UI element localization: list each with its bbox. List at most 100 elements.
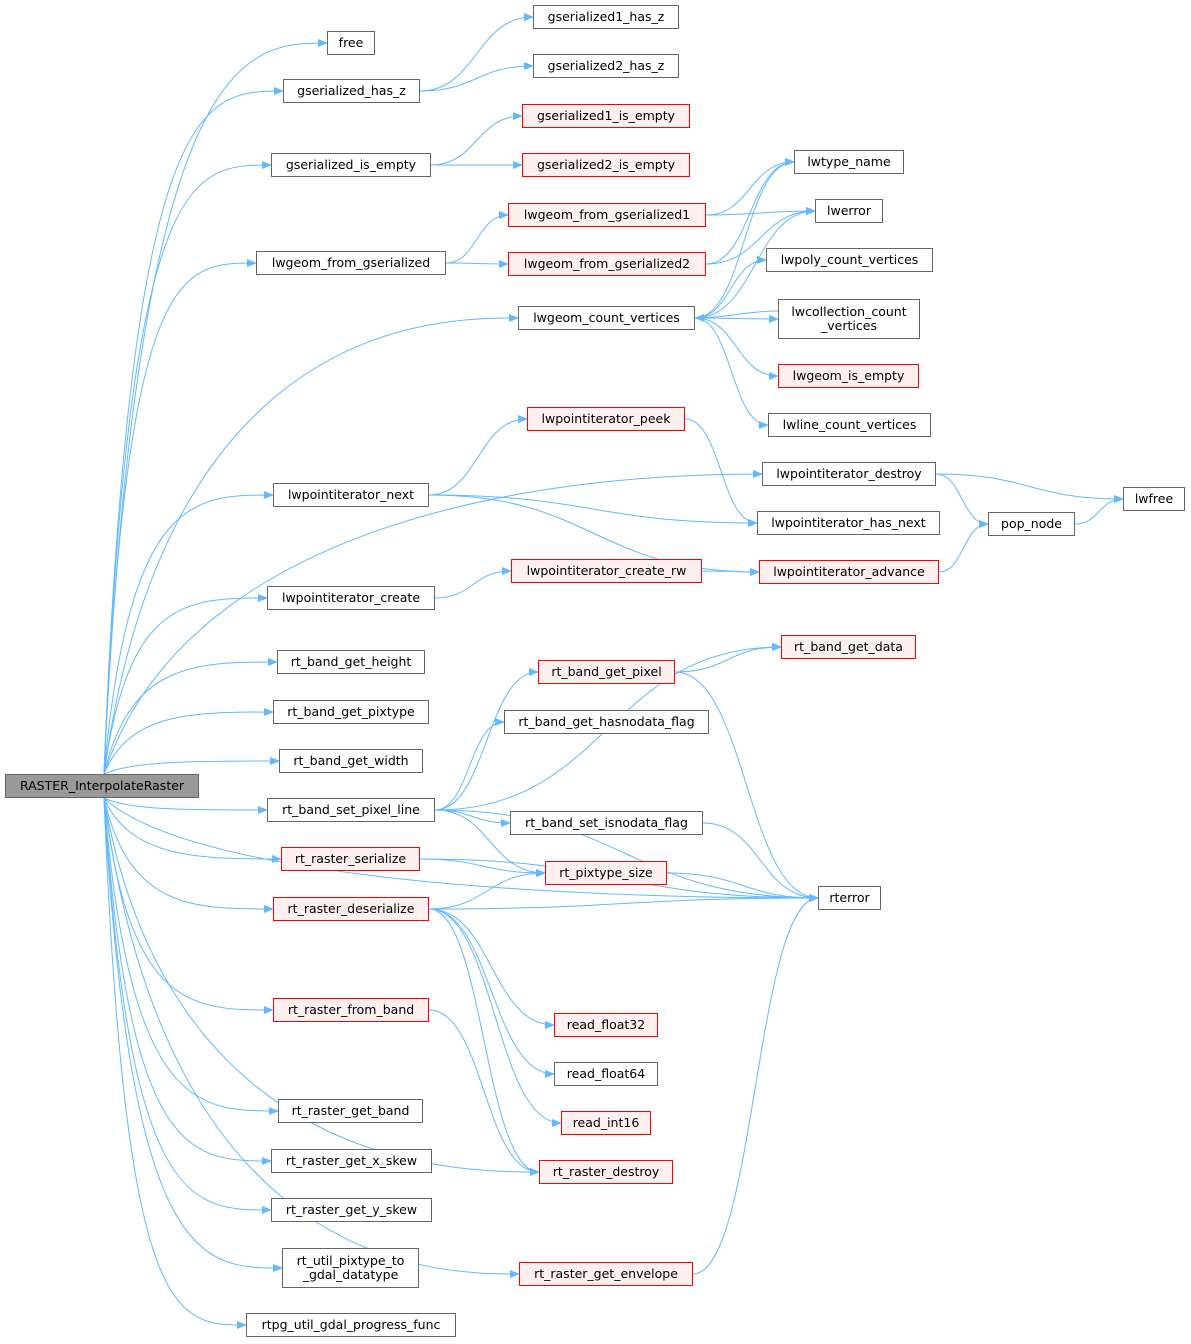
node-gs1-has-z[interactable]: gserialized1_has_z — [533, 5, 679, 29]
edge-raster_deserialize-to-raster_destroy — [428, 908, 540, 1176]
node-lwpi-create[interactable]: lwpointiterator_create — [267, 586, 435, 610]
edge-root-to-util_pixtype_gdal — [103, 797, 283, 1272]
edge-root-to-rtpg_progress — [103, 797, 247, 1329]
edge-raster_serialize-to-pixtype_size — [419, 858, 546, 877]
node-pop-node[interactable]: pop_node — [988, 512, 1075, 536]
node-lwg-from-gs1[interactable]: lwgeom_from_gserialized1 — [508, 203, 706, 227]
node-lwg-is-empty[interactable]: lwgeom_is_empty — [778, 364, 919, 388]
edge-root-to-lwpi_next — [103, 491, 274, 775]
node-gs-is-empty[interactable]: gserialized_is_empty — [271, 153, 431, 177]
node-lwg-cv[interactable]: lwgeom_count_vertices — [518, 306, 695, 330]
node-band-get-hasnodata[interactable]: rt_band_get_hasnodata_flag — [504, 710, 709, 734]
edge-lwpi_peek-to-lwpi_has_next — [684, 418, 758, 527]
edge-band_get_pixel-to-band_get_data — [674, 643, 782, 673]
node-band-get-width[interactable]: rt_band_get_width — [279, 749, 423, 773]
node-raster-get-y-skew[interactable]: rt_raster_get_y_skew — [271, 1198, 432, 1222]
edge-root-to-lwpi_destroy — [103, 470, 763, 775]
node-lwline-cv[interactable]: lwline_count_vertices — [768, 413, 931, 437]
node-raster-destroy[interactable]: rt_raster_destroy — [539, 1160, 673, 1184]
node-raster-from-band[interactable]: rt_raster_from_band — [273, 998, 429, 1022]
node-lwpi-peek[interactable]: lwpointiterator_peek — [527, 407, 685, 431]
edge-band_set_pixel_line-to-band_set_isnodata — [434, 809, 511, 827]
node-pixtype-size[interactable]: rt_pixtype_size — [545, 861, 667, 885]
node-free[interactable]: free — [327, 31, 375, 55]
edge-raster_deserialize-to-read_float64 — [428, 908, 555, 1078]
edge-root-to-gs_has_z — [103, 87, 284, 775]
node-band-set-pixel-line[interactable]: rt_band_set_pixel_line — [267, 798, 435, 822]
edge-root-to-raster_deserialize — [103, 797, 274, 913]
edge-root-to-lwg_cv — [103, 314, 519, 775]
node-lwg-from-gs[interactable]: lwgeom_from_gserialized — [256, 251, 446, 275]
edge-root-to-raster_destroy — [103, 797, 540, 1176]
node-lwpi-next[interactable]: lwpointiterator_next — [273, 483, 429, 507]
node-raster-serialize[interactable]: rt_raster_serialize — [281, 847, 420, 871]
edge-lwcoll_cv-to-lwg_cv — [694, 310, 779, 322]
edge-lwg_from_gs1-to-lwtype_name — [705, 158, 795, 216]
edge-lwg_from_gs1-to-lwerror — [705, 207, 816, 216]
edge-band_set_pixel_line-to-rterror — [434, 809, 819, 902]
node-raster-get-envelope[interactable]: rt_raster_get_envelope — [519, 1262, 693, 1286]
node-band-get-pixtype[interactable]: rt_band_get_pixtype — [273, 700, 429, 724]
edge-band_set_isnodata-to-rterror — [702, 822, 819, 902]
node-rterror[interactable]: rterror — [818, 886, 881, 910]
edge-gs_has_z-to-gs1_has_z — [419, 13, 534, 92]
node-band-get-data[interactable]: rt_band_get_data — [781, 635, 916, 659]
edge-pixtype_size-to-rterror — [666, 872, 819, 902]
edge-lwg_from_gs-to-lwg_from_gs2 — [445, 259, 509, 268]
node-lwg-from-gs2[interactable]: lwgeom_from_gserialized2 — [508, 252, 706, 276]
edge-root-to-raster_from_band — [103, 797, 274, 1014]
node-band-set-isnodata[interactable]: rt_band_set_isnodata_flag — [510, 811, 703, 835]
edge-lwpi_create_rw-to-lwpi_advance — [701, 567, 760, 576]
node-util-pixtype-gdal[interactable]: rt_util_pixtype_to _gdal_datatype — [282, 1248, 419, 1288]
node-read-float32[interactable]: read_float32 — [554, 1013, 658, 1037]
node-raster-get-band[interactable]: rt_raster_get_band — [278, 1099, 423, 1123]
edge-root-to-band_get_width — [103, 757, 280, 775]
node-lwerror[interactable]: lwerror — [815, 199, 883, 223]
node-band-get-height[interactable]: rt_band_get_height — [277, 650, 425, 674]
edge-lwpi_next-to-lwpi_has_next — [428, 494, 758, 527]
edge-root-to-free — [103, 39, 328, 775]
edge-root-to-band_get_pixtype — [103, 708, 274, 775]
edge-raster_get_envelope-to-rterror — [692, 894, 819, 1275]
edge-root-to-gs_is_empty — [103, 161, 272, 775]
node-gs-has-z[interactable]: gserialized_has_z — [283, 79, 420, 103]
node-read-int16[interactable]: read_int16 — [561, 1111, 651, 1135]
edge-lwg_cv-to-lwcoll_cv — [694, 314, 779, 323]
edge-pop_node-to-lwfree — [1074, 495, 1124, 525]
node-gs2-is-empty[interactable]: gserialized2_is_empty — [522, 153, 690, 177]
edge-lwg_from_gs-to-lwg_from_gs1 — [445, 211, 509, 264]
edge-gs_has_z-to-gs2_has_z — [419, 62, 534, 92]
node-lwcoll-cv[interactable]: lwcollection_count _vertices — [778, 299, 920, 339]
node-lwpi-has-next[interactable]: lwpointiterator_has_next — [757, 511, 940, 535]
edge-root-to-band_set_pixel_line — [103, 797, 268, 814]
edge-raster_from_band-to-raster_destroy — [428, 1009, 540, 1176]
edge-gs_is_empty-to-gs1_is_empty — [430, 112, 523, 166]
edge-root-to-raster_get_y_skew — [103, 797, 272, 1214]
edge-root-to-rterror — [103, 797, 819, 902]
edge-lwg_cv-to-lwtype_name — [694, 158, 795, 319]
node-lwfree[interactable]: lwfree — [1123, 487, 1185, 511]
edge-band_get_pixel-to-rterror — [674, 671, 819, 902]
edge-band_set_pixel_line-to-band_get_hasnodata — [434, 718, 505, 811]
node-gs1-is-empty[interactable]: gserialized1_is_empty — [522, 104, 690, 128]
node-root[interactable]: RASTER_InterpolateRaster — [5, 774, 199, 798]
node-raster-deserialize[interactable]: rt_raster_deserialize — [273, 897, 429, 921]
node-raster-get-x-skew[interactable]: rt_raster_get_x_skew — [271, 1149, 432, 1173]
edge-raster_deserialize-to-rterror — [428, 894, 819, 910]
node-lwtype-name[interactable]: lwtype_name — [794, 150, 904, 174]
edge-lwpi_create-to-lwpi_create_rw — [434, 567, 512, 599]
node-lwpi-destroy[interactable]: lwpointiterator_destroy — [762, 462, 936, 486]
edge-lwg_cv-to-lwerror — [694, 207, 816, 319]
node-lwpi-create-rw[interactable]: lwpointiterator_create_rw — [511, 559, 702, 583]
node-read-float64[interactable]: read_float64 — [554, 1062, 658, 1086]
node-gs2-has-z[interactable]: gserialized2_has_z — [533, 54, 679, 78]
edge-lwg_cv-to-lwpoly_cv — [694, 256, 767, 319]
edge-raster_deserialize-to-read_float32 — [428, 908, 555, 1029]
node-rtpg-progress[interactable]: rtpg_util_gdal_progress_func — [246, 1313, 456, 1337]
node-lwpi-advance[interactable]: lwpointiterator_advance — [759, 560, 939, 584]
edge-band_set_pixel_line-to-band_get_pixel — [434, 668, 539, 811]
node-lwpoly-cv[interactable]: lwpoly_count_vertices — [766, 248, 933, 272]
node-band-get-pixel[interactable]: rt_band_get_pixel — [538, 660, 675, 684]
edge-lwpi_advance-to-pop_node — [938, 520, 989, 573]
